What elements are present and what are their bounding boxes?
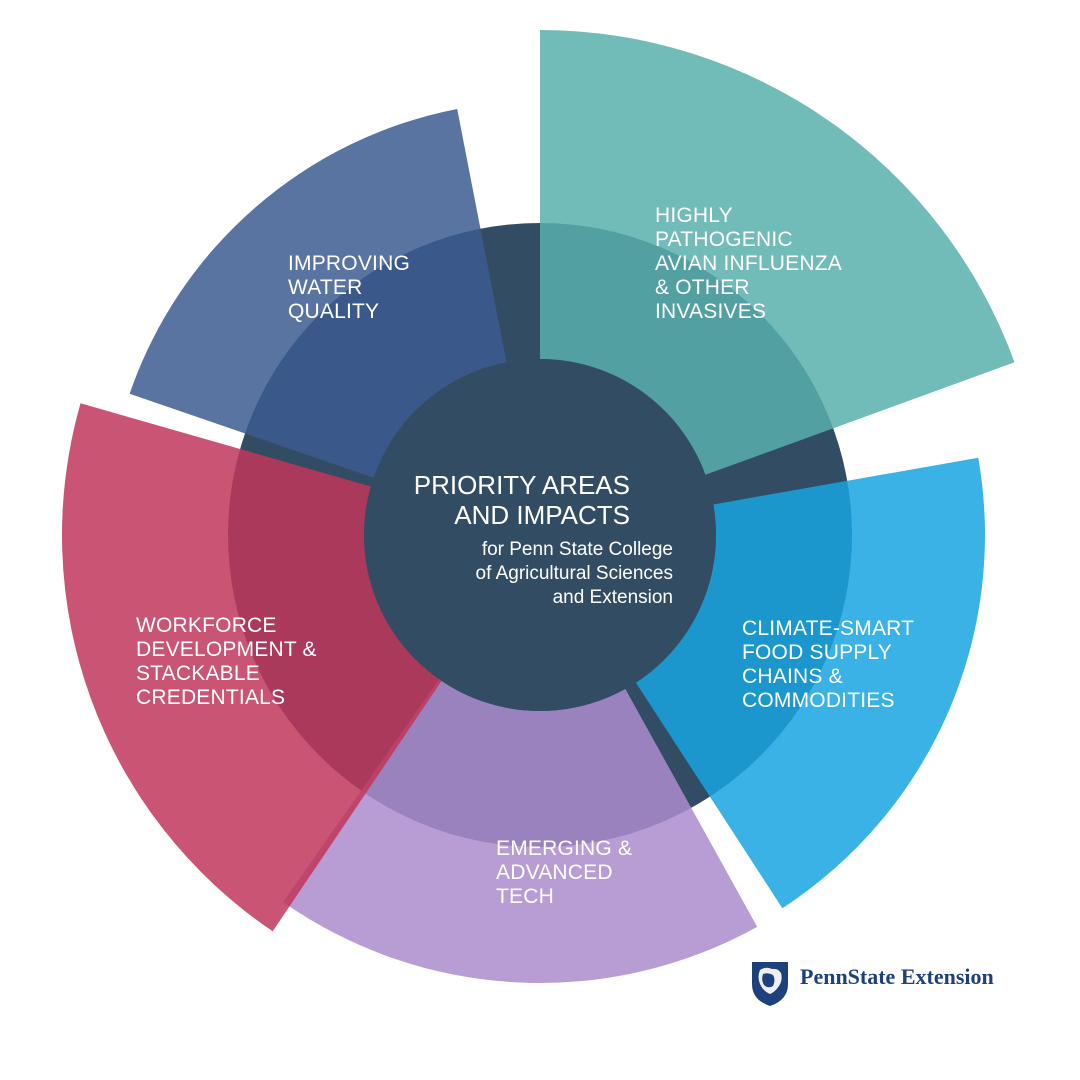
- petal-avian: [540, 30, 1015, 475]
- sector-label-workforce: WORKFORCE DEVELOPMENT & STACKABLE CREDEN…: [136, 614, 317, 710]
- workforce-line-3: STACKABLE: [136, 662, 260, 685]
- penn-state-extension-logo: PennState Extension: [748, 958, 1018, 1008]
- center-subtitle-line-3: and Extension: [552, 587, 673, 608]
- avian-line-5: INVASIVES: [655, 300, 767, 323]
- tech-line-3: TECH: [496, 885, 554, 908]
- avian-line-1: HIGHLY: [655, 204, 733, 227]
- workforce-line-2: DEVELOPMENT &: [136, 638, 317, 661]
- center-subtitle-line-1: for Penn State College: [481, 539, 673, 560]
- climate-line-2: FOOD SUPPLY: [742, 641, 893, 664]
- petal-workforce: [62, 403, 442, 932]
- tech-line-1: EMERGING &: [496, 837, 633, 860]
- sector-label-climate-smart: CLIMATE-SMART FOOD SUPPLY CHAINS & COMMO…: [742, 617, 914, 713]
- water-line-1: IMPROVING: [288, 252, 410, 275]
- nittany-lion-shield-icon: [752, 962, 788, 1006]
- sector-label-water: IMPROVING WATER QUALITY: [288, 252, 410, 324]
- center-title-line-2: AND IMPACTS: [454, 500, 630, 530]
- center-title: PRIORITY AREAS AND IMPACTS: [380, 470, 630, 530]
- center-subtitle: for Penn State College of Agricultural S…: [380, 538, 674, 610]
- climate-line-1: CLIMATE-SMART: [742, 617, 915, 640]
- petal-water: [129, 108, 507, 478]
- hub-disc: [364, 359, 716, 711]
- climate-line-4: COMMODITIES: [742, 689, 895, 712]
- petal-tech: [283, 679, 758, 983]
- water-line-2: WATER: [288, 276, 363, 299]
- water-line-3: QUALITY: [288, 300, 380, 323]
- center-subtitle-line-2: of Agricultural Sciences: [475, 563, 674, 584]
- sector-label-emerging-tech: EMERGING & ADVANCED TECH: [496, 837, 632, 909]
- avian-line-4: & OTHER: [655, 276, 750, 299]
- logo-text: PennState Extension: [800, 964, 994, 989]
- sector-label-avian-influenza: HIGHLY PATHOGENIC AVIAN INFLUENZA & OTHE…: [655, 204, 842, 324]
- petal-climate: [635, 457, 985, 909]
- center-title-line-1: PRIORITY AREAS: [413, 470, 630, 500]
- petal-group: [62, 30, 1015, 983]
- tech-line-2: ADVANCED: [496, 861, 613, 884]
- avian-line-3: AVIAN INFLUENZA: [655, 252, 842, 275]
- workforce-line-1: WORKFORCE: [136, 614, 277, 637]
- climate-line-3: CHAINS &: [742, 665, 843, 688]
- avian-line-2: PATHOGENIC: [655, 228, 793, 251]
- workforce-line-4: CREDENTIALS: [136, 686, 286, 709]
